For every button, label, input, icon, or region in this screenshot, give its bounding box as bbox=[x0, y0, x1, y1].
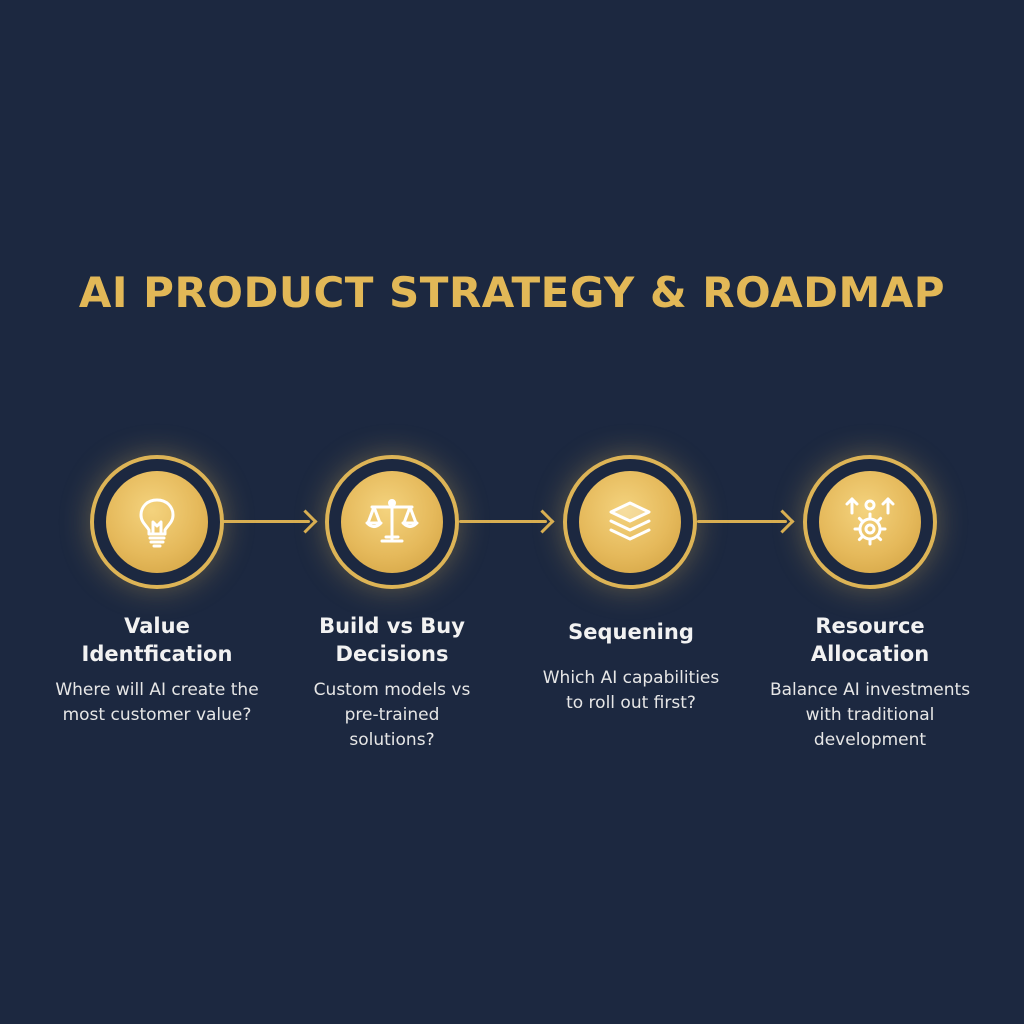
step-title: Resource Allocation bbox=[810, 614, 930, 666]
gear-arrows-icon bbox=[845, 497, 895, 546]
step-node-build-vs-buy bbox=[325, 455, 459, 589]
step-node-value-identification bbox=[90, 455, 224, 589]
page-title: AI PRODUCT STRATEGY & ROADMAP bbox=[78, 268, 946, 317]
step-description: Custom models vs pre-trained solutions? bbox=[313, 680, 471, 750]
arrowhead-1 bbox=[293, 509, 318, 534]
arrowhead-2 bbox=[530, 509, 555, 534]
layers-icon bbox=[609, 501, 651, 541]
step-title: Value Identfication bbox=[81, 614, 233, 666]
balance-scale-icon bbox=[365, 499, 419, 543]
lightbulb-icon bbox=[139, 498, 175, 548]
step-node-resource-allocation bbox=[803, 455, 937, 589]
step-resource-allocation: Resource Allocation Balance AI investmen… bbox=[755, 612, 985, 753]
step-description: Balance AI investments with traditional … bbox=[769, 680, 971, 750]
step-node-sequencing bbox=[563, 455, 697, 589]
step-title: Sequening bbox=[568, 620, 694, 644]
step-title: Build vs Buy Decisions bbox=[319, 614, 465, 666]
connector-arrow-3 bbox=[697, 520, 787, 523]
step-build-vs-buy: Build vs Buy Decisions Custom models vs … bbox=[277, 612, 507, 753]
step-value-identification: Value Identfication Where will AI create… bbox=[42, 612, 272, 728]
step-sequencing: Sequening Which AI capabilities to roll … bbox=[516, 618, 746, 716]
step-description: Which AI capabilities to roll out first? bbox=[542, 668, 720, 713]
step-description: Where will AI create the most customer v… bbox=[55, 680, 259, 725]
arrowhead-3 bbox=[770, 509, 795, 534]
connector-arrow-2 bbox=[459, 520, 547, 523]
connector-arrow-1 bbox=[222, 520, 310, 523]
